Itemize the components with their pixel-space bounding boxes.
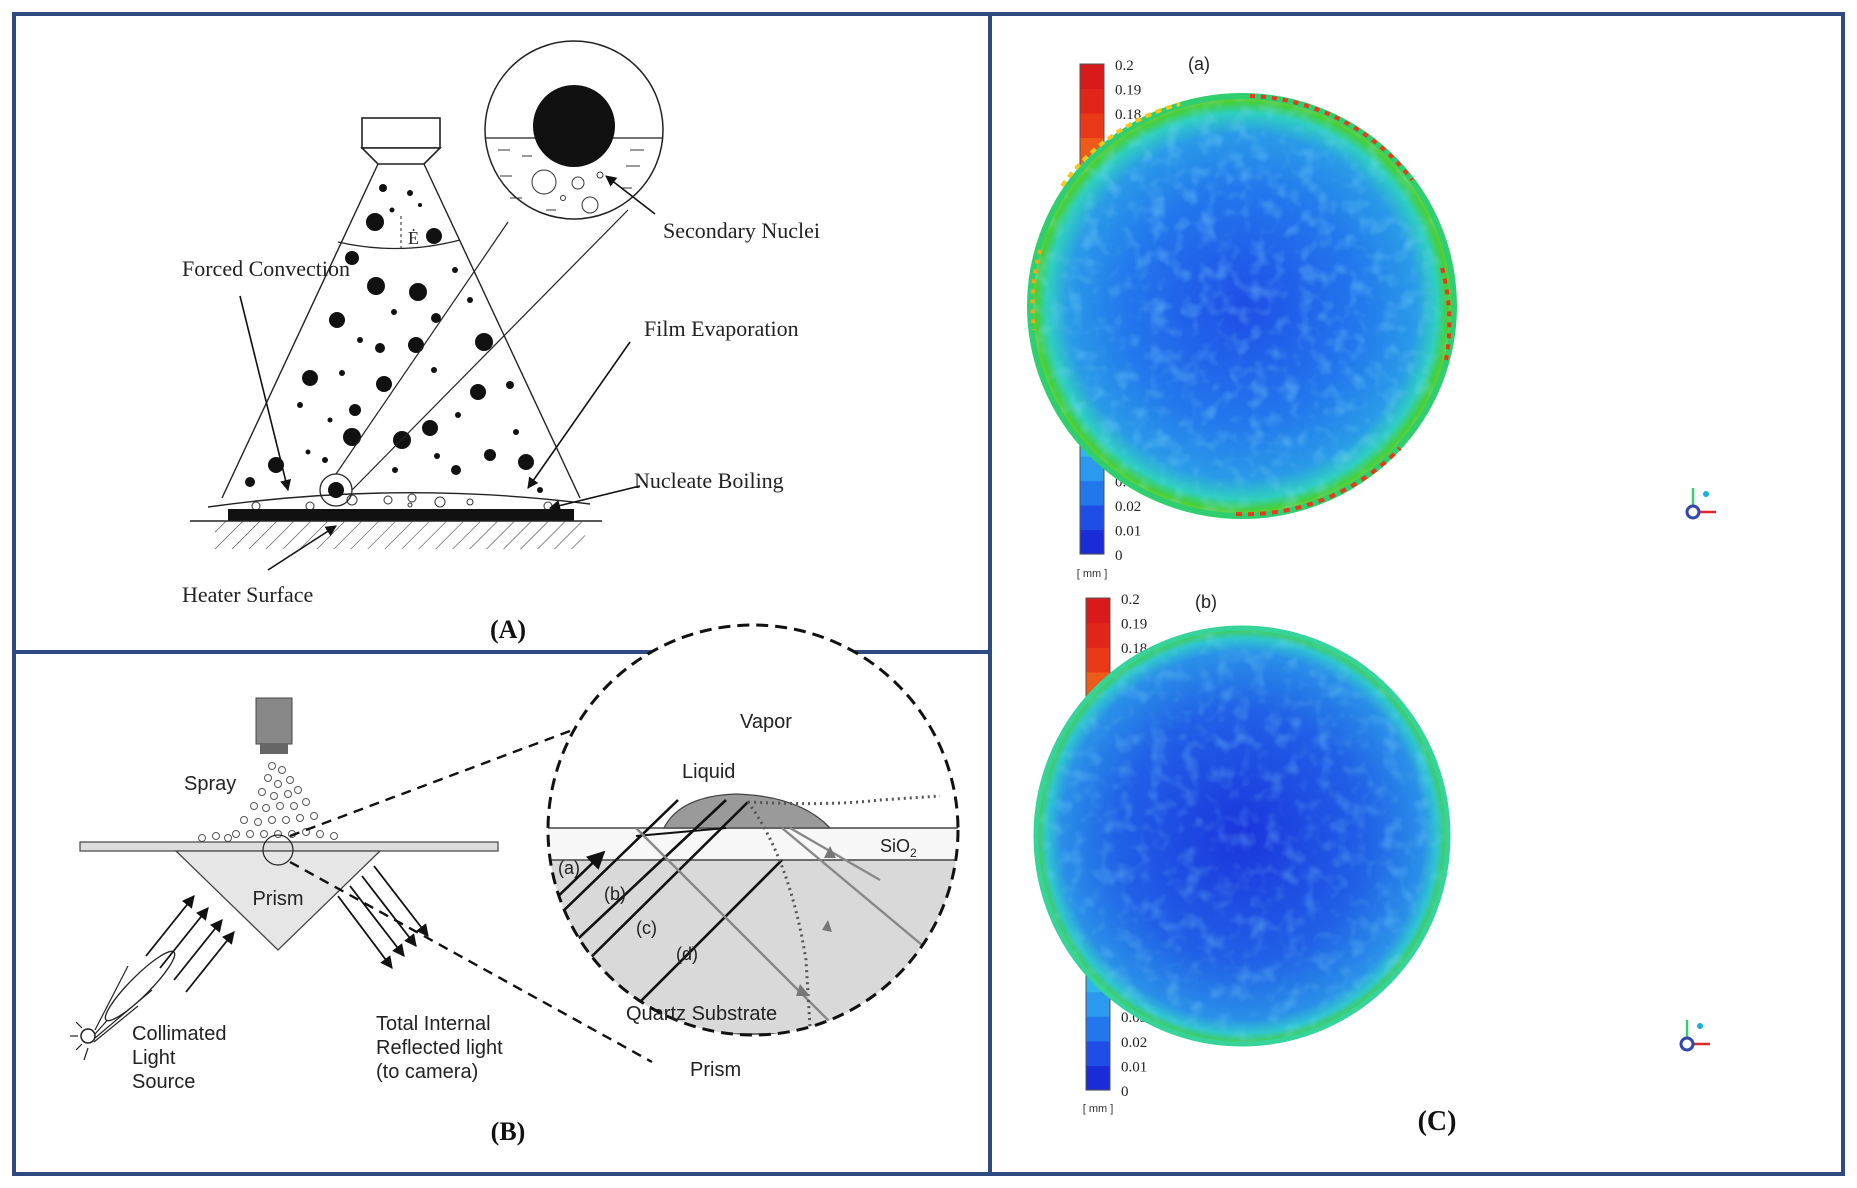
- label-spray: Spray: [184, 773, 236, 795]
- colorbar-a-tick-label: 0.18: [1115, 107, 1141, 123]
- colorbar-a-tick-label: 0: [1115, 548, 1123, 564]
- ray-paths: [548, 799, 783, 1003]
- label-forced-convection: Forced Convection: [182, 256, 350, 281]
- panel-b-label: (B): [491, 1117, 526, 1146]
- axis-triad-a: [1685, 488, 1716, 520]
- label-sio2: SiO2: [880, 836, 917, 860]
- map-a-label: (a): [1188, 54, 1210, 74]
- axis-triad-b: [1679, 1020, 1710, 1052]
- colorbar-b-tick-label: 0.02: [1121, 1035, 1147, 1051]
- escaping-ray-dotted: [747, 794, 941, 806]
- panel-b-tir-setup-diagram: Spray Prism Coll: [70, 623, 960, 1146]
- label-quartz-substrate: Quartz Substrate: [626, 1003, 777, 1025]
- magnify-impacting-droplet: [533, 85, 615, 167]
- panel-a-label: (A): [490, 615, 526, 644]
- b-zoom-line-bottom: [289, 860, 653, 1064]
- colorbar-b-segment: [1086, 598, 1110, 624]
- arrow-heater-surface: [267, 525, 337, 571]
- colorbar-b-segment: [1086, 622, 1110, 648]
- magnify-nuclei: [531, 169, 604, 214]
- colorbar-b-segment: [1086, 1016, 1110, 1042]
- colorbar-b-segment: [1086, 991, 1110, 1017]
- colorbar-a-tick-label: 0.19: [1115, 83, 1141, 99]
- label-liquid: Liquid: [682, 761, 735, 783]
- panel-a-spray-cooling-diagram: Ė: [182, 40, 820, 644]
- colorbar-b-tick-label: 0: [1121, 1084, 1129, 1100]
- b-zoom-line-top: [289, 684, 691, 838]
- colorbar-b-unit: [ mm ]: [1083, 1103, 1114, 1115]
- reflected-beams: [337, 865, 429, 970]
- label-prism-right: Prism: [690, 1059, 741, 1081]
- magnify-origin-droplet: [328, 482, 344, 498]
- b-zoom-origin: [262, 834, 294, 866]
- heater-hatching: [215, 521, 585, 549]
- label-light-source: Collimated Light Source: [132, 1023, 232, 1093]
- colorbar-b-segment: [1086, 1040, 1110, 1066]
- label-reflected-light: Total Internal Reflected light (to camer…: [376, 1013, 508, 1083]
- nozzle-body: [361, 117, 441, 149]
- panel-c-film-thickness-maps: 0.20.190.180.170.160.150.140.130.120.110…: [1027, 54, 1716, 1137]
- b-substrate-plate: [79, 841, 499, 852]
- heater-plate: [228, 509, 574, 521]
- spray-cone-left: [221, 163, 379, 499]
- light-source-icon: [80, 1028, 96, 1044]
- b-zoom-circle: [546, 623, 960, 1037]
- b-zoom-inset: [548, 625, 958, 1035]
- arrow-nucleate-boiling: [548, 485, 641, 512]
- label-film-evaporation: Film Evaporation: [644, 316, 799, 341]
- label-vapor: Vapor: [740, 711, 792, 733]
- colorbar-b-tick-label: 0.19: [1121, 617, 1147, 633]
- arrow-forced-convection: [239, 295, 292, 492]
- label-nucleate-boiling: Nucleate Boiling: [634, 468, 784, 493]
- label-ray-d: (d): [676, 944, 698, 964]
- flux-arc: [337, 239, 461, 250]
- incident-beams: [145, 895, 235, 993]
- nozzle-tip: [360, 147, 442, 165]
- colorbar-a-segment: [1080, 480, 1104, 506]
- colorbar-a-unit: [ mm ]: [1077, 568, 1108, 580]
- collimating-lens: [104, 950, 176, 1022]
- outer-frame: [12, 12, 1845, 1176]
- magnify-liquid-dashes: [498, 149, 644, 211]
- b-nozzle: [255, 697, 293, 745]
- map-b-label: (b): [1195, 592, 1217, 612]
- flux-symbol: Ė: [408, 228, 419, 248]
- colorbar-a-tick-label: 0.02: [1115, 499, 1141, 515]
- b-spray-droplets: [198, 762, 338, 842]
- panel-c-label: (C): [1418, 1106, 1457, 1137]
- thickness-map-b: [1033, 625, 1451, 1047]
- colorbar-a-tick-label: 0.01: [1115, 524, 1141, 540]
- droplets: [245, 184, 543, 493]
- arrow-secondary-nuclei: [605, 175, 656, 215]
- colorbar-a-segment: [1080, 64, 1104, 90]
- colorbar-b-segment: [1086, 1065, 1110, 1091]
- arrow-film-evaporation: [527, 341, 631, 489]
- colorbar-a-segment: [1080, 529, 1104, 555]
- b-prism: [174, 850, 382, 951]
- spray-cone-right: [423, 163, 581, 499]
- magnify-leader-right: [351, 209, 629, 491]
- colorbar-a-segment: [1080, 113, 1104, 139]
- liquid-film: [207, 492, 591, 508]
- colorbar-b-tick-label: 0.2: [1121, 592, 1140, 608]
- b-nozzle-tip: [260, 744, 288, 754]
- label-prism-left: Prism: [252, 888, 303, 910]
- thickness-map-a: [1027, 93, 1457, 519]
- refracted-ray-dotted: [746, 801, 814, 1035]
- colorbar-a-segment: [1080, 505, 1104, 531]
- label-heater-surface: Heater Surface: [182, 582, 313, 607]
- label-ray-b: (b): [604, 884, 626, 904]
- label-secondary-nuclei: Secondary Nuclei: [663, 218, 820, 243]
- magnify-leader-left: [335, 221, 509, 475]
- colorbar-b-segment: [1086, 647, 1110, 673]
- colorbar-a-segment: [1080, 88, 1104, 114]
- label-ray-c: (c): [636, 918, 657, 938]
- label-ray-a: (a): [558, 858, 580, 878]
- colorbar-a-tick-label: 0.2: [1115, 58, 1134, 74]
- colorbar-b-tick-label: 0.01: [1121, 1059, 1147, 1075]
